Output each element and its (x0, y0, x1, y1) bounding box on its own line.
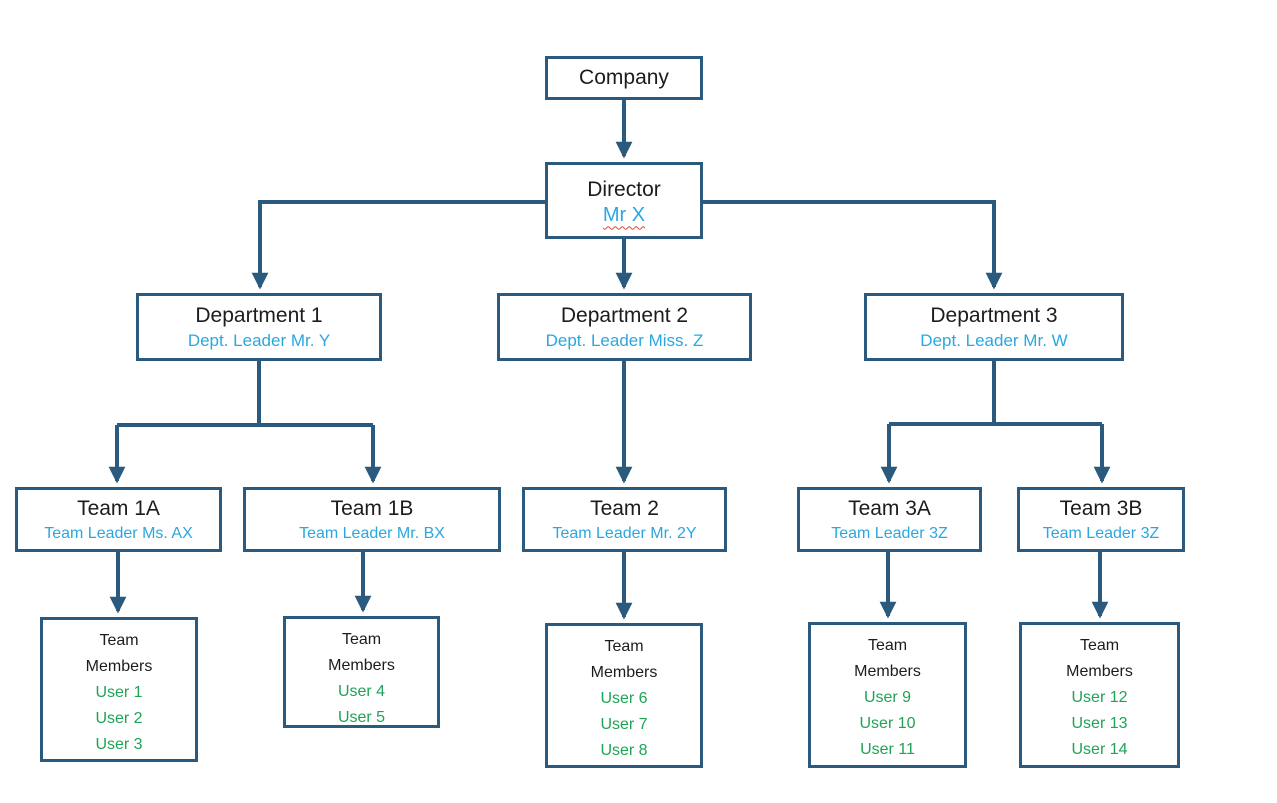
team-3b-node: Team 3B Team Leader 3Z (1017, 487, 1185, 552)
user-item: User 1 (95, 684, 143, 701)
company-node: Company (545, 56, 703, 100)
user-item: User 4 (337, 683, 386, 700)
members-1b-node: Team Members User 4 User 5 (283, 616, 440, 728)
user-item: User 10 (859, 715, 916, 732)
department-2-node: Department 2 Dept. Leader Miss. Z (497, 293, 752, 361)
members-3a-node: Team Members User 9 User 10 User 11 (808, 622, 967, 768)
user-item: User 11 (860, 741, 915, 758)
team-1b-leader: Team Leader Mr. BX (299, 524, 445, 542)
department-3-leader: Dept. Leader Mr. W (920, 331, 1068, 350)
department-1-leader: Dept. Leader Mr. Y (187, 331, 331, 350)
department-1-node: Department 1 Dept. Leader Mr. Y (136, 293, 382, 361)
department-2-leader: Dept. Leader Miss. Z (545, 331, 704, 350)
department-1-label: Department 1 (195, 304, 323, 327)
members-3a-heading: Team Members (854, 637, 921, 680)
director-person: Mr X (602, 203, 646, 226)
user-item: User 9 (863, 689, 912, 706)
director-label: Director (587, 177, 661, 201)
team-1a-leader: Team Leader Ms. AX (44, 524, 193, 542)
director-node: Director Mr X (545, 162, 703, 239)
user-item: User 12 (1071, 689, 1128, 706)
user-item: User 14 (1071, 741, 1128, 758)
team-2-node: Team 2 Team Leader Mr. 2Y (522, 487, 727, 552)
team-3b-leader: Team Leader 3Z (1042, 524, 1160, 542)
members-3b-node: Team Members User 12 User 13 User 14 (1019, 622, 1180, 768)
members-2-heading: Team Members (590, 638, 658, 681)
members-2-node: Team Members User 6 User 7 User 8 (545, 623, 703, 768)
user-item: User 2 (95, 710, 143, 727)
department-3-label: Department 3 (930, 304, 1058, 327)
team-2-leader: Team Leader Mr. 2Y (552, 524, 697, 542)
team-3a-node: Team 3A Team Leader 3Z (797, 487, 982, 552)
members-3b-heading: Team Members (1066, 637, 1133, 680)
team-1b-node: Team 1B Team Leader Mr. BX (243, 487, 501, 552)
department-2-label: Department 2 (560, 304, 689, 327)
members-1a-heading: Team Members (85, 632, 153, 675)
department-3-node: Department 3 Dept. Leader Mr. W (864, 293, 1124, 361)
team-3a-leader: Team Leader 3Z (831, 524, 948, 542)
user-item: User 6 (600, 690, 648, 707)
team-3a-label: Team 3A (848, 496, 931, 520)
user-item: User 8 (600, 742, 648, 759)
team-1a-label: Team 1A (77, 496, 160, 520)
team-1a-node: Team 1A Team Leader Ms. AX (15, 487, 222, 552)
company-label: Company (579, 66, 669, 89)
user-item: User 13 (1071, 715, 1128, 732)
user-item: User 3 (95, 736, 143, 753)
members-1a-node: Team Members User 1 User 2 User 3 (40, 617, 198, 762)
user-item: User 5 (337, 709, 386, 726)
team-1b-label: Team 1B (330, 496, 414, 520)
team-2-label: Team 2 (590, 496, 659, 520)
user-item: User 7 (600, 716, 648, 733)
team-3b-label: Team 3B (1059, 496, 1143, 520)
members-1b-heading: Team Members (328, 631, 395, 674)
